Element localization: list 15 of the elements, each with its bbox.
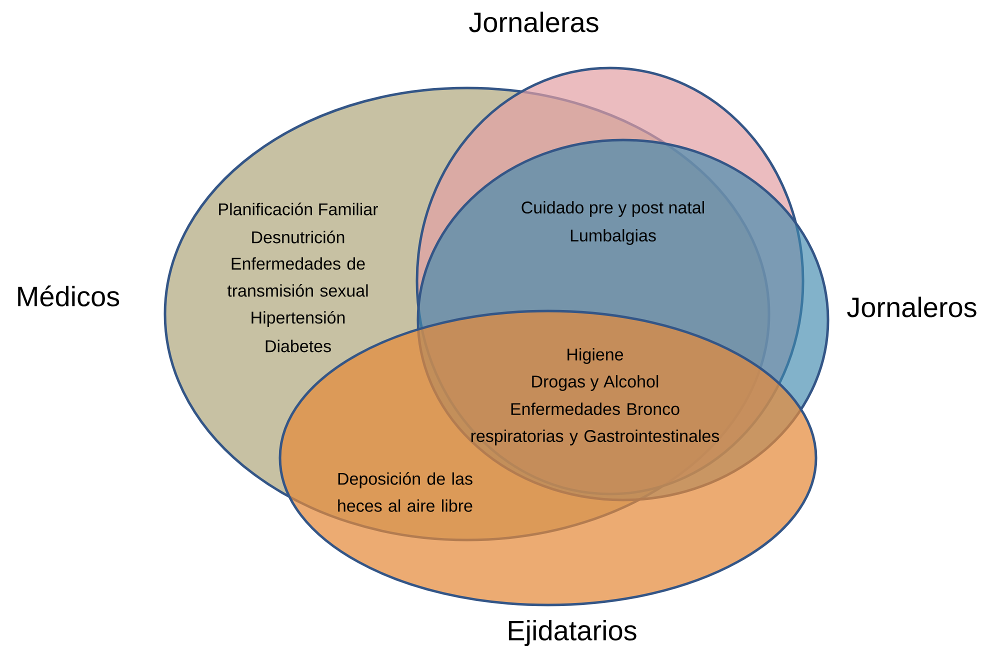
region-text: Planificación Familiar (219, 202, 378, 216)
region-text: Drogas y Alcohol (532, 375, 658, 391)
set-label: Jornaleras (469, 12, 598, 32)
region-text: Hipertensión (252, 310, 345, 328)
region-text: Diabetes (266, 340, 331, 352)
region-text: Cuidado pre y post natal (522, 201, 704, 217)
set-label: Ejidatarios (508, 620, 636, 646)
region-text: Lumbalgias (570, 229, 656, 245)
region-text: Desnutrición (252, 230, 344, 244)
region-text: Enfermedades Bronco respiratorias y Gastrointestinales (471, 402, 720, 446)
region-text: Deposición de las heces al aire libre (338, 472, 472, 512)
region-text: Higiene (568, 348, 624, 364)
region-text: Enfermedades de transmisión sexual (227, 257, 368, 297)
set-label: Médicos (18, 286, 120, 306)
set-label: Jornaleros (847, 296, 976, 318)
